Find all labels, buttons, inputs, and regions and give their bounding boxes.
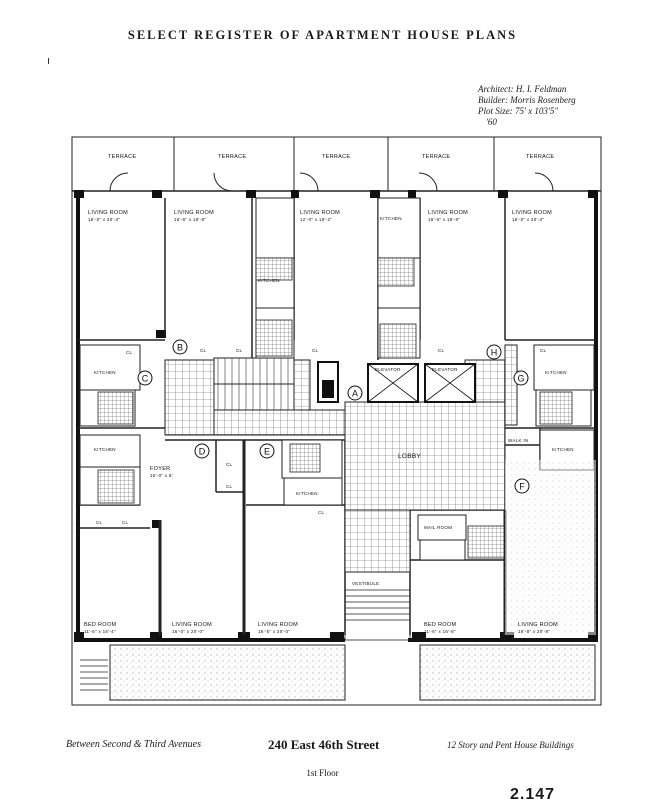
unit-marker-e: E: [259, 443, 275, 459]
living-room-b3-dim: 16'-5" x 20'-8": [518, 629, 550, 634]
svg-text:G: G: [517, 374, 524, 384]
kitchen-label-5: KITCHEN: [94, 447, 116, 452]
unit-markers: A B C D E F G H: [137, 339, 530, 494]
bed-room-1: BED ROOM: [84, 622, 116, 628]
terrace-band: [72, 137, 601, 192]
living-room-2-dim: 16'-6" x 19'-8": [174, 217, 206, 222]
floor-label: 1st Floor: [306, 768, 339, 778]
kitchen-label-4: KITCHEN: [545, 370, 567, 375]
living-room-4: LIVING ROOM: [428, 210, 468, 216]
closet-label: CL: [312, 348, 319, 353]
closet-label: CL: [540, 348, 547, 353]
exterior-stair: [80, 659, 108, 691]
corridor-floor: [164, 344, 518, 573]
columns: [74, 190, 598, 642]
closet-label: CL: [318, 510, 325, 515]
plot-outline: [71, 136, 602, 706]
svg-text:B: B: [177, 343, 183, 353]
kitchen-label-1: KITCHEN: [258, 278, 280, 283]
living-room-2: LIVING ROOM: [174, 210, 214, 216]
unit-marker-a: A: [347, 385, 363, 401]
elevators: [367, 363, 476, 403]
plan-credits: Architect: H. I. Feldman Builder: Morris…: [478, 84, 576, 128]
unit-marker-h: H: [486, 344, 502, 360]
vestibule-steps: [344, 571, 411, 641]
kitchen-label-3: KITCHEN: [94, 370, 116, 375]
page-header-title: SELECT REGISTER OF APARTMENT HOUSE PLANS: [127, 28, 518, 42]
living-room-b2: LIVING ROOM: [258, 622, 298, 628]
closet-label: CL: [122, 520, 129, 525]
builder-credit: Builder: Morris Rosenberg: [478, 95, 576, 105]
unit-marker-b: B: [172, 339, 188, 355]
kitchen-label-2: KITCHEN: [380, 216, 402, 221]
svg-text:A: A: [352, 389, 358, 399]
unit-marker-c: C: [137, 370, 153, 386]
closet-label: CL: [226, 462, 233, 467]
foyer-dim: 15'-0" x 8': [150, 473, 173, 478]
living-room-1: LIVING ROOM: [88, 210, 128, 216]
lobby-label: LOBBY: [398, 453, 422, 460]
living-room-4-dim: 16'-6" x 19'-8": [428, 217, 460, 222]
chute-core: [322, 380, 334, 398]
living-room-b1-dim: 16'-0" x 20'-0": [172, 629, 204, 634]
bed-room-2: BED ROOM: [424, 622, 456, 628]
garden: [109, 460, 596, 701]
living-room-3: LIVING ROOM: [300, 210, 340, 216]
walk-in-label: WALK IN: [508, 438, 528, 443]
plate-number: 2.147: [510, 786, 556, 803]
living-room-5-dim: 16'-5" x 20'-3": [512, 217, 544, 222]
closet-label: CL: [96, 520, 103, 525]
kitchen-label-6: KITCHEN: [552, 447, 574, 452]
elevator-label-2: ELEVATOR: [432, 367, 458, 372]
living-room-b3: LIVING ROOM: [518, 622, 558, 628]
street-address: 240 East 46th Street: [268, 737, 380, 752]
svg-text:H: H: [491, 348, 498, 358]
location-caption: Between Second & Third Avenues: [66, 739, 201, 750]
foyer-label: FOYER: [150, 466, 170, 472]
closet-label: CL: [126, 350, 133, 355]
living-room-1-dim: 16'-5" x 20'-3": [88, 217, 120, 222]
closet-label: CL: [236, 348, 243, 353]
terrace-label-2: TERRACE: [218, 154, 246, 160]
kitchen-label-7: KITCHEN: [296, 491, 318, 496]
unit-marker-d: D: [194, 443, 210, 459]
elevator-label-1: ELEVATOR: [375, 367, 401, 372]
unit-marker-f: F: [514, 478, 530, 494]
svg-text:E: E: [264, 447, 270, 457]
mail-room-label: MAIL ROOM: [424, 525, 452, 530]
building-type: 12 Story and Pent House Buildings: [447, 740, 574, 750]
closet-label: CL: [200, 348, 207, 353]
margin-tick: [48, 58, 49, 64]
terrace-label-3: TERRACE: [322, 154, 350, 160]
closet-label: CL: [438, 348, 445, 353]
room-labels: TERRACE TERRACE TERRACE TERRACE TERRACE …: [84, 154, 574, 634]
closet-label: CL: [226, 484, 233, 489]
plan-year: '60: [486, 117, 497, 127]
svg-text:C: C: [142, 374, 149, 384]
bed-room-2-dim: 11'-6" x 16'-8": [424, 629, 456, 634]
terrace-label-1: TERRACE: [108, 154, 136, 160]
plot-size: Plot Size: 75' x 103'5": [478, 106, 559, 116]
stair-treads: [217, 358, 289, 410]
living-room-3-dim: 12'-0" x 19'-2": [300, 217, 332, 222]
bed-room-1-dim: 11'-6" x 16'-4": [84, 629, 116, 634]
terrace-label-5: TERRACE: [526, 154, 554, 160]
stair: [213, 357, 295, 411]
terrace-label-4: TERRACE: [422, 154, 450, 160]
architect-credit: Architect: H. I. Feldman: [478, 84, 567, 94]
living-room-b1: LIVING ROOM: [172, 622, 212, 628]
living-room-5: LIVING ROOM: [512, 210, 552, 216]
living-room-b2-dim: 16'-5" x 20'-0": [258, 629, 290, 634]
bath-tiles: [97, 257, 573, 559]
svg-text:D: D: [199, 447, 206, 457]
svg-text:F: F: [519, 482, 525, 492]
unit-marker-g: G: [513, 370, 529, 386]
vestibule-label: VESTIBULE: [352, 581, 379, 586]
